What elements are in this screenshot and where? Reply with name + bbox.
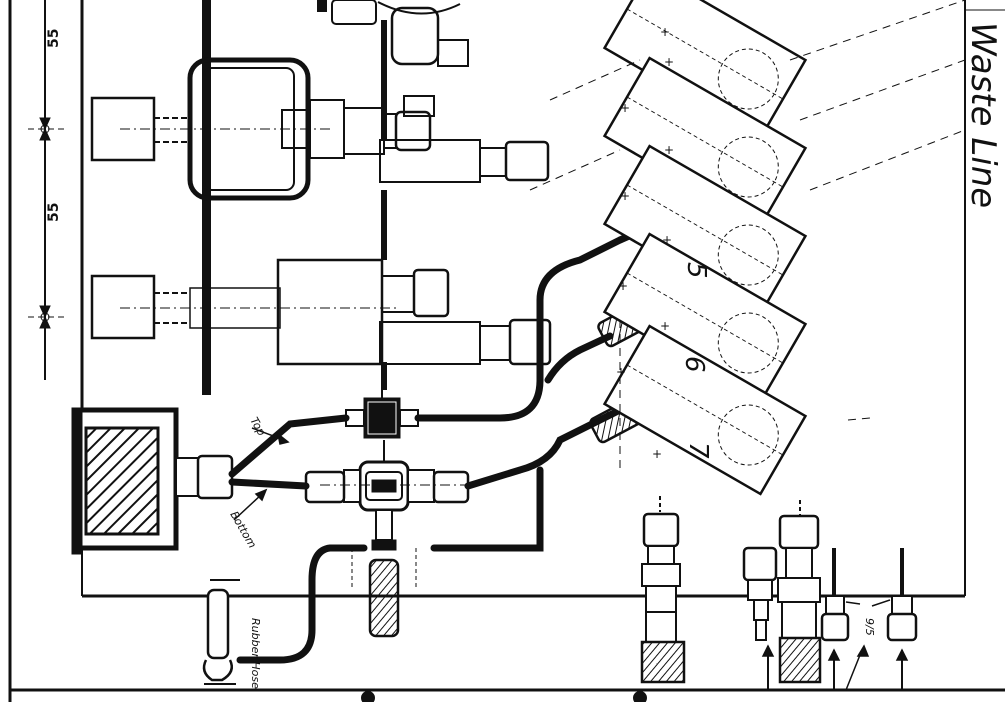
svg-text:+: +: [662, 233, 672, 247]
lower-actuator: [90, 258, 552, 366]
rubber-hose-label: Rubber Hose: [249, 618, 262, 689]
fitting-assembly: [742, 546, 778, 690]
svg-text:+: +: [660, 25, 670, 39]
dim-upper-label: 55: [46, 29, 62, 48]
fitting-assembly: [886, 548, 918, 690]
rubber-hose-fitting: [202, 579, 240, 685]
svg-text:+: +: [618, 279, 628, 293]
upper-actuator: [90, 6, 550, 201]
dimension-line: [28, 0, 64, 380]
dim-lower-label: 55: [46, 203, 62, 222]
knurled-fitting: [351, 509, 417, 638]
bottom-edge-marks: [361, 691, 647, 705]
bottom-arrows: [761, 599, 909, 691]
page-frame: [8, 0, 1005, 702]
svg-text:+: +: [664, 55, 674, 69]
upper-tee: [345, 380, 419, 439]
guide-lines: [529, 0, 966, 470]
port-label-7: 7: [683, 442, 713, 459]
pump-box: [71, 407, 234, 555]
annotation-arrows: [233, 427, 290, 521]
plus-marks: + + + + + + + + + +: [616, 25, 674, 461]
tubing: [228, 236, 624, 664]
svg-text:+: +: [660, 319, 670, 333]
top-label: Top: [247, 415, 268, 438]
fitting-assembly: [777, 500, 822, 684]
svg-text:+: +: [652, 447, 662, 461]
svg-text:+: +: [664, 143, 674, 157]
bottom-label: Bottom: [227, 509, 258, 550]
svg-text:+: +: [620, 189, 630, 203]
bottom-fittings: [640, 496, 918, 690]
svg-text:+: +: [620, 101, 630, 115]
part-ref-label: 9/5: [863, 618, 876, 636]
port-label-5: 5: [681, 262, 711, 279]
valve-card: [602, 324, 808, 496]
fitting-assembly: [640, 496, 686, 684]
valve-cards: [602, 0, 808, 496]
fitting-assembly: [820, 548, 850, 690]
waste-line-title: Waste Line: [963, 22, 1003, 208]
lower-tee: [304, 440, 480, 512]
top-clip: [331, 0, 377, 25]
svg-text:+: +: [616, 365, 626, 379]
divider-segments: [381, 20, 387, 390]
top-arc: [377, 1, 461, 15]
port-label-6: 6: [679, 356, 709, 373]
